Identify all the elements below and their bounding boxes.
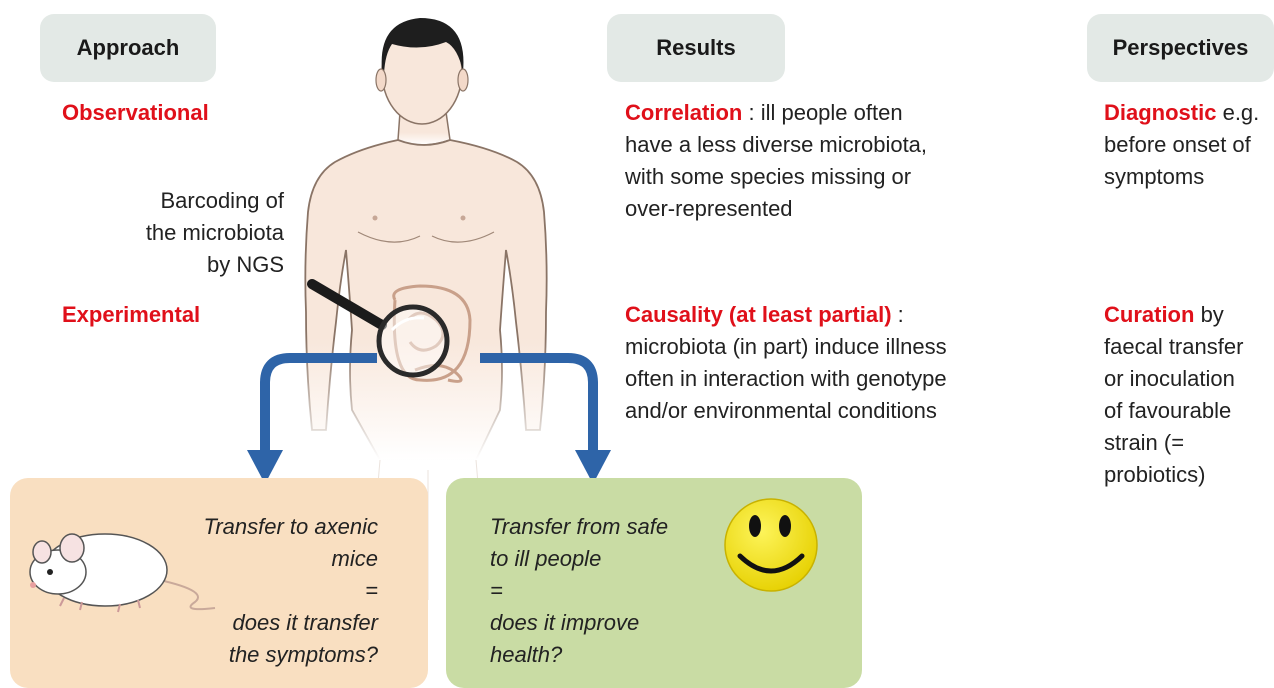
diagnostic-line: symptoms [1104, 161, 1274, 193]
causality-first-line: Causality (at least partial) : [625, 299, 947, 331]
curation-line: probiotics) [1104, 459, 1274, 491]
smiley-icon [725, 499, 817, 591]
mice-line: = [160, 575, 378, 607]
perspectives-curation: Curation by faecal transfer or inoculati… [1104, 299, 1274, 491]
approach-observational: Observational [62, 97, 209, 129]
curation-line: faecal transfer [1104, 331, 1274, 363]
people-line: health? [490, 639, 720, 671]
causality-rest: : [892, 302, 904, 327]
causality-term: Causality (at least partial) [625, 302, 892, 327]
results-correlation: Correlation : ill people often have a le… [625, 97, 927, 225]
diagnostic-first-line: Diagnostic e.g. [1104, 97, 1274, 129]
correlation-line: have a less diverse microbiota, [625, 129, 927, 161]
people-line: to ill people [490, 543, 720, 575]
diagnostic-term: Diagnostic [1104, 100, 1216, 125]
curation-first-line: Curation by [1104, 299, 1274, 331]
people-line: = [490, 575, 720, 607]
people-line: Transfer from safe [490, 511, 720, 543]
mice-line: Transfer to axenic [160, 511, 378, 543]
correlation-line: with some species missing or [625, 161, 927, 193]
header-results: Results [607, 14, 785, 82]
barcoding-line: the microbiota [90, 217, 284, 249]
curation-line: or inoculation [1104, 363, 1274, 395]
mice-transfer-text: Transfer to axenic mice = does it transf… [160, 511, 378, 671]
curation-term: Curation [1104, 302, 1194, 327]
barcoding-label: Barcoding of the microbiota by NGS [90, 185, 284, 281]
diagnostic-rest: e.g. [1216, 100, 1259, 125]
barcoding-line: by NGS [90, 249, 284, 281]
mice-line: the symptoms? [160, 639, 378, 671]
correlation-first-line: Correlation : ill people often [625, 97, 927, 129]
correlation-line: over-represented [625, 193, 927, 225]
curation-rest: by [1194, 302, 1223, 327]
people-transfer-text: Transfer from safe to ill people = does … [490, 511, 720, 671]
results-causality: Causality (at least partial) : microbiot… [625, 299, 947, 427]
people-line: does it improve [490, 607, 720, 639]
causality-line: and/or environmental conditions [625, 395, 947, 427]
curation-line: strain (= [1104, 427, 1274, 459]
correlation-rest: : ill people often [742, 100, 902, 125]
perspectives-diagnostic: Diagnostic e.g. before onset of symptoms [1104, 97, 1274, 193]
mice-line: does it transfer [160, 607, 378, 639]
header-approach: Approach [40, 14, 216, 82]
approach-experimental: Experimental [62, 299, 200, 331]
header-perspectives: Perspectives [1087, 14, 1274, 82]
mice-line: mice [160, 543, 378, 575]
correlation-term: Correlation [625, 100, 742, 125]
causality-line: often in interaction with genotype [625, 363, 947, 395]
barcoding-line: Barcoding of [90, 185, 284, 217]
curation-line: of favourable [1104, 395, 1274, 427]
causality-line: microbiota (in part) induce illness [625, 331, 947, 363]
diagnostic-line: before onset of [1104, 129, 1274, 161]
